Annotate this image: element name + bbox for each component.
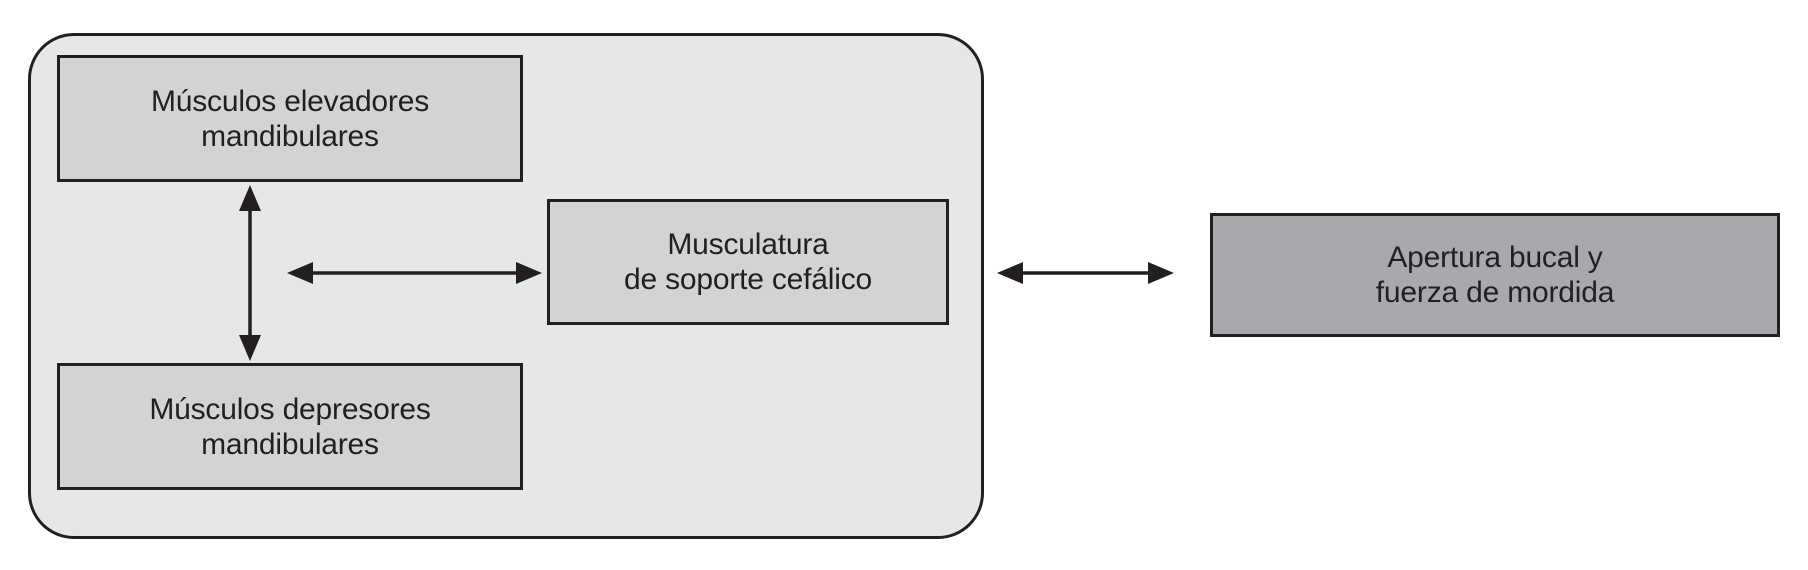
box-apertura-bucal-fuerza-mordida: Apertura bucal y fuerza de mordida	[1210, 213, 1780, 337]
box-apertura-bucal-fuerza-mordida-label: Apertura bucal y fuerza de mordida	[1375, 241, 1615, 309]
box-musculos-elevadores-label: Músculos elevadores mandibulares	[150, 84, 429, 153]
box-musculatura-soporte-cefalico-label: Musculatura de soporte cefálico	[623, 228, 873, 296]
double-arrow-container-apertura	[997, 262, 1174, 284]
box-musculos-depresores-label: Músculos depresores mandibulares	[149, 392, 431, 461]
box-musculos-depresores: Músculos depresores mandibulares	[57, 363, 523, 490]
double-arrow-elevadores-depresores	[239, 185, 261, 361]
box-musculatura-soporte-cefalico: Musculatura de soporte cefálico	[547, 199, 949, 325]
double-arrow-muscles-soporte	[287, 262, 542, 284]
box-musculos-elevadores: Músculos elevadores mandibulares	[57, 55, 523, 182]
